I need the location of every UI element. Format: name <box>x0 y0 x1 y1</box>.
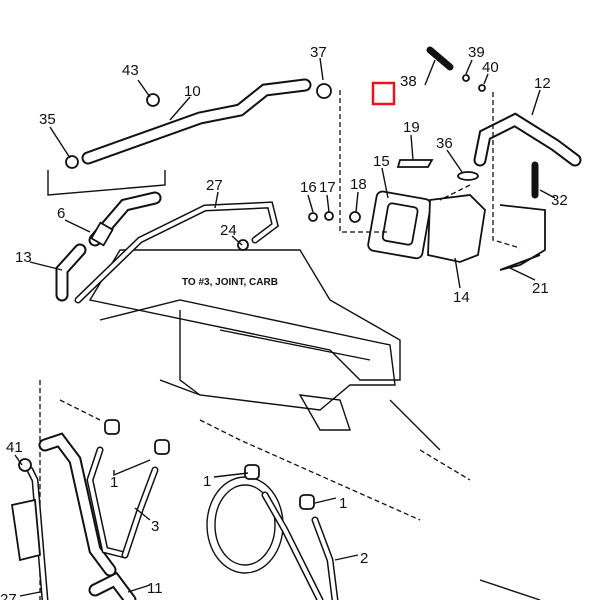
callout-39: 39 <box>468 44 485 61</box>
routing-note: TO #3, JOINT, CARB <box>182 277 278 288</box>
callout-11: 11 <box>147 580 163 597</box>
callout-3: 3 <box>151 518 159 535</box>
callout-12: 12 <box>534 75 551 92</box>
callout-16: 16 <box>300 179 317 196</box>
callout-24: 24 <box>220 222 237 239</box>
callout-15: 15 <box>373 153 390 170</box>
callout-17: 17 <box>319 179 336 196</box>
callout-2: 2 <box>360 550 368 567</box>
callout-38: 38 <box>400 73 417 90</box>
callout-40: 40 <box>482 59 499 76</box>
callout-14: 14 <box>453 289 470 306</box>
callout-6: 6 <box>57 205 65 222</box>
callout-1b: 1 <box>203 473 211 490</box>
callout-21: 21 <box>532 280 549 297</box>
callout-19: 19 <box>403 119 420 136</box>
callout-13: 13 <box>15 249 32 266</box>
small-parts <box>10 46 546 562</box>
callout-1a: 1 <box>110 474 118 491</box>
callout-32: 32 <box>551 192 568 209</box>
callout-36: 36 <box>436 135 453 152</box>
callout-35: 35 <box>39 111 56 128</box>
callout-labels: 37 43 10 38 39 40 12 35 19 36 15 16 17 1… <box>0 44 568 600</box>
hoses <box>26 78 582 600</box>
callout-37: 37 <box>310 44 327 61</box>
callout-27: 27 <box>206 177 223 194</box>
callout-27b: 27 <box>0 591 17 600</box>
callout-18: 18 <box>350 176 367 193</box>
leader-lines <box>14 57 556 597</box>
callout-1c: 1 <box>339 495 347 512</box>
callout-41: 41 <box>6 439 23 456</box>
highlight-box <box>371 81 396 106</box>
callout-10: 10 <box>184 83 201 100</box>
callout-43: 43 <box>122 62 139 79</box>
